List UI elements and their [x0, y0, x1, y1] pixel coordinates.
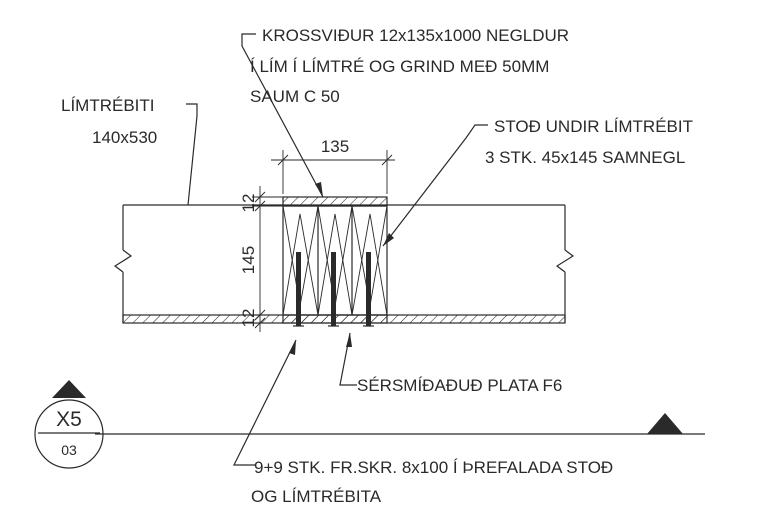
screw [366, 252, 371, 326]
krossvidur-note-line2: Í LÍM Í LÍMTRÉ OG GRIND MEÐ 50MM [250, 57, 549, 76]
section-cut-line [95, 413, 705, 435]
plata-note: SÉRSMÍÐAÐUÐ PLATA F6 [357, 376, 562, 395]
dimension-width-label: 135 [321, 137, 349, 156]
screw-group [293, 252, 374, 327]
skrufur-note-line2: OG LÍMTRÉBITA [251, 487, 382, 506]
plywood-plate [282, 196, 388, 207]
stod-note-line1: STOÐ UNDIR LÍMTRÉBIT [494, 117, 693, 136]
section-tag: X5 03 [34, 380, 104, 469]
section-tag-sheet: 03 [61, 442, 77, 458]
screw [296, 252, 301, 326]
dimension-top-thickness-label: 12 [239, 194, 258, 213]
limtrebiti-note-line1: LÍMTRÉBITI [61, 96, 155, 115]
leader-plata [339, 332, 357, 386]
glulam-beam [113, 204, 575, 324]
screw [331, 252, 336, 326]
section-arrow-right [647, 413, 683, 434]
dimension-vertical: 12 145 12 [239, 186, 283, 332]
leader-stod [382, 124, 488, 247]
stod-note-line2: 3 STK. 45x145 SAMNEGL [485, 148, 685, 167]
steel-plate-f6 [282, 314, 388, 324]
leader-limtrebiti [186, 103, 198, 206]
leader-krossvidur [241, 33, 324, 198]
skrufur-note-line1: 9+9 STK. FR.SKR. 8x100 Í ÞREFALADA STOÐ [254, 458, 613, 477]
dimension-width: 135 [271, 137, 395, 194]
limtrebiti-note-line2: 140x530 [92, 128, 157, 147]
krossvidur-note-line1: KROSSVIÐUR 12x135x1000 NEGLDUR [262, 26, 569, 45]
leader-skrufur [233, 339, 297, 466]
section-tag-id: X5 [56, 408, 82, 431]
dimension-height-label: 145 [239, 246, 258, 274]
krossvidur-note-line3: SAUM C 50 [250, 87, 340, 106]
dimension-bottom-thickness-label: 12 [239, 309, 258, 328]
section-arrow-left [52, 380, 86, 398]
